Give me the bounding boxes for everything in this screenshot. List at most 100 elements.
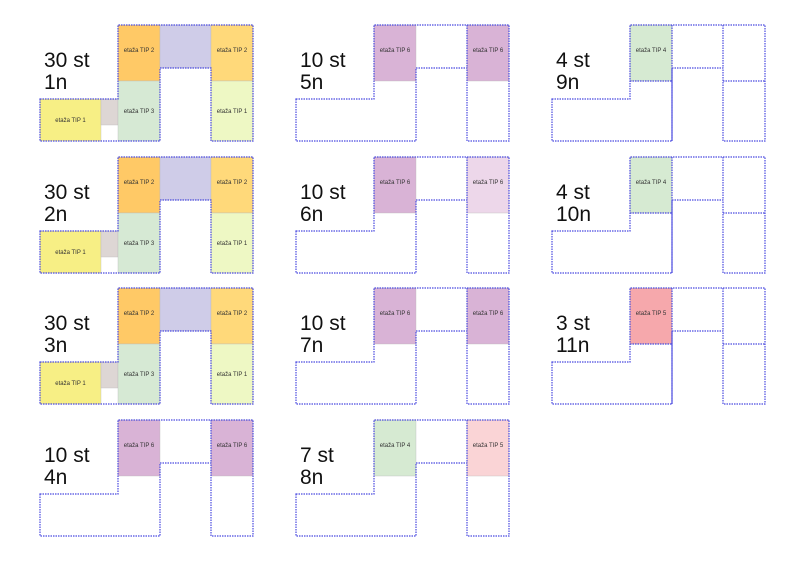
floor-type-label: etaža TIP 2 [217, 311, 248, 317]
floor-type-label: etaža TIP 1 [55, 250, 86, 256]
floor-cell-mid [117, 343, 161, 405]
floor-cell-mid [117, 212, 161, 274]
building-outline [295, 287, 510, 405]
floor-cell-rtop [466, 156, 510, 214]
floor-cell-t1 [629, 287, 673, 345]
floor-type-label: etaža TIP 1 [217, 109, 248, 115]
floor-cell-wing [39, 98, 102, 142]
floor-cell-rbot [210, 343, 254, 405]
floor-count-label: 10 st [300, 181, 346, 204]
floor-count-label: 4 st [556, 49, 590, 72]
floor-type-label: etaža TIP 6 [473, 311, 504, 317]
floor-cell-t1 [373, 156, 417, 214]
floor-type-label: etaža TIP 3 [124, 241, 155, 247]
floor-type-label: etaža TIP 4 [636, 48, 667, 54]
floor-type-label: etaža TIP 4 [636, 180, 667, 186]
floor-type-label: etaža TIP 6 [380, 311, 411, 317]
building-count-label: 6n [300, 203, 323, 226]
floor-type-label: etaža TIP 6 [124, 443, 155, 449]
building-outline [39, 419, 254, 537]
floor-count-label: 10 st [300, 49, 346, 72]
floor-plan-panel-1n: etaža TIP 1 etaža TIP 2 etaža TIP 3 etaža T… [39, 24, 254, 142]
internal-divider [630, 157, 765, 273]
floor-cell-t1 [373, 24, 417, 82]
building-count-label: 4n [44, 466, 67, 489]
floor-count-label: 10 st [44, 444, 90, 467]
internal-divider [630, 288, 765, 404]
floor-type-label: etaža TIP 3 [124, 372, 155, 378]
floor-cell-mid [117, 80, 161, 142]
floor-cell-bridge [159, 156, 212, 201]
floor-cell-t1 [373, 287, 417, 345]
floor-type-label: etaža TIP 6 [473, 180, 504, 186]
building-outline [295, 156, 510, 274]
floor-cell-t1 [629, 24, 673, 82]
floor-count-label: 10 st [300, 312, 346, 335]
building-count-label: 7n [300, 334, 323, 357]
floor-type-label: etaža TIP 2 [124, 180, 155, 186]
floor-type-label: etaža TIP 1 [217, 372, 248, 378]
floor-cell-bridge [159, 287, 212, 332]
floor-cell-rtop [466, 419, 510, 477]
floor-type-label: etaža TIP 4 [380, 443, 411, 449]
building-outline [39, 24, 254, 142]
floor-type-label: etaža TIP 2 [124, 311, 155, 317]
building-outline [39, 156, 254, 274]
floor-cell-wing [39, 361, 102, 405]
floor-cell-grey [100, 230, 119, 258]
floor-cell-rtop [210, 287, 254, 345]
floor-count-label: 30 st [44, 181, 90, 204]
building-outline [551, 24, 766, 142]
internal-divider [630, 25, 765, 141]
floor-cell-t1 [117, 287, 161, 345]
floor-cell-t1 [117, 24, 161, 82]
floor-count-label: 7 st [300, 444, 334, 467]
floor-type-label: etaža TIP 1 [55, 118, 86, 124]
building-count-label: 9n [556, 71, 579, 94]
floor-type-label: etaža TIP 1 [55, 381, 86, 387]
floor-type-label: etaža TIP 3 [124, 109, 155, 115]
floor-plan-panel-3n: etaža TIP 1 etaža TIP 2 etaža TIP 3 etaža T… [39, 287, 254, 405]
floor-type-label: etaža TIP 6 [473, 48, 504, 54]
building-outline [551, 287, 766, 405]
floor-plan-panel-2n: etaža TIP 1 etaža TIP 2 etaža TIP 3 etaža T… [39, 156, 254, 274]
floor-type-label: etaža TIP 6 [217, 443, 248, 449]
building-count-label: 2n [44, 203, 67, 226]
floor-cell-grey [100, 361, 119, 389]
building-outline [39, 287, 254, 405]
floor-cell-rbot [210, 212, 254, 274]
floor-count-label: 30 st [44, 49, 90, 72]
floor-type-label: etaža TIP 2 [217, 48, 248, 54]
floor-type-label: etaža TIP 2 [124, 48, 155, 54]
floor-cell-rtop [210, 419, 254, 477]
floor-cell-rtop [210, 24, 254, 82]
building-count-label: 5n [300, 71, 323, 94]
building-outline [295, 419, 510, 537]
floor-type-label: etaža TIP 6 [380, 180, 411, 186]
floor-cell-t1 [373, 419, 417, 477]
floor-cell-bridge [159, 24, 212, 69]
floor-type-label: etaža TIP 5 [636, 311, 667, 317]
building-count-label: 1n [44, 71, 67, 94]
floor-count-label: 4 st [556, 181, 590, 204]
building-outline [551, 156, 766, 274]
floor-count-label: 3 st [556, 312, 590, 335]
floor-type-label: etaža TIP 5 [473, 443, 504, 449]
building-count-label: 3n [44, 334, 67, 357]
floor-type-label: etaža TIP 2 [217, 180, 248, 186]
building-count-label: 8n [300, 466, 323, 489]
floor-type-label: etaža TIP 6 [380, 48, 411, 54]
floor-cell-rbot [210, 80, 254, 142]
building-count-label: 11n [556, 334, 589, 357]
building-outline [295, 24, 510, 142]
floor-cell-grey [100, 98, 119, 126]
